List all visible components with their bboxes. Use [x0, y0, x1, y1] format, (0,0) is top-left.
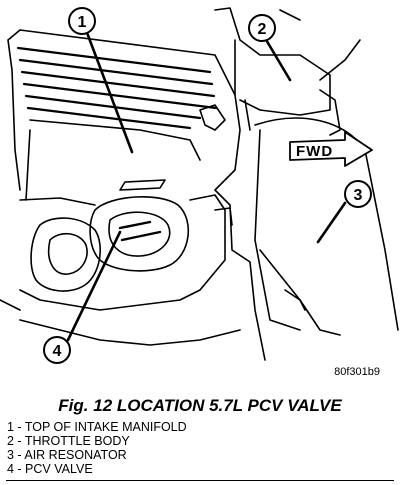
callout-3-leader [316, 201, 347, 244]
callout-3-number: 3 [354, 187, 363, 204]
callout-1: 1 [68, 7, 96, 35]
forward-direction-arrow: FWD [289, 131, 373, 167]
outlet-pipe [30, 217, 101, 292]
callout-3: 3 [344, 180, 372, 208]
engine-illustration: FWD 1 2 3 4 [0, 7, 399, 364]
callout-4-number: 4 [53, 343, 62, 360]
legend-item: 3 - AIR RESONATOR [7, 448, 127, 462]
figure-id-label: 80f301b9 [334, 366, 380, 378]
callout-4: 4 [43, 336, 71, 364]
bottom-divider [6, 480, 394, 481]
throttle-body-outline [214, 7, 331, 116]
legend-item: 4 - PCV VALVE [7, 462, 93, 476]
pcv-valve-boss [89, 196, 190, 272]
callout-4-leader [66, 230, 122, 342]
callout-2: 2 [248, 14, 276, 42]
callout-2-leader [263, 36, 292, 82]
callout-1-leader [84, 28, 134, 154]
callout-1-number: 1 [78, 14, 87, 31]
figure-caption: Fig. 12 LOCATION 5.7L PCV VALVE [58, 396, 342, 415]
legend-item: 2 - THROTTLE BODY [7, 434, 130, 448]
manifold-ribs [16, 46, 218, 130]
fwd-label: FWD [296, 143, 333, 160]
legend-list: 1 - TOP OF INTAKE MANIFOLD 2 - THROTTLE … [7, 420, 187, 476]
intake-manifold-outline [7, 29, 266, 361]
legend-item: 1 - TOP OF INTAKE MANIFOLD [7, 420, 187, 434]
callout-2-number: 2 [258, 21, 267, 38]
